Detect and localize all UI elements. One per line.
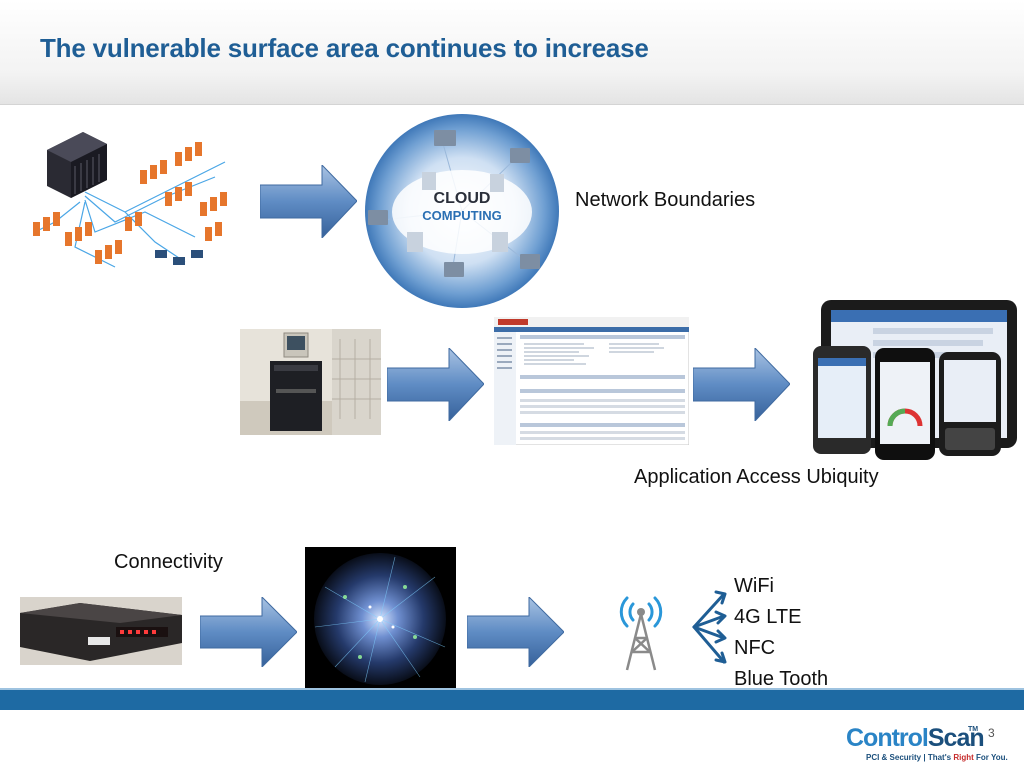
label-application-access: Application Access Ubiquity <box>634 466 879 488</box>
controlscan-logo: ControlScan TM PCI & Security | That's R… <box>846 724 1008 762</box>
arrow-5 <box>467 597 564 667</box>
cloud-label: CLOUD COMPUTING <box>422 190 502 223</box>
cloud-computing-image: CLOUD COMPUTING <box>362 112 562 310</box>
list-item-4g-lte: 4G LTE <box>734 606 802 628</box>
cell-tower-icon <box>619 596 663 671</box>
mobile-devices-image <box>793 296 1021 468</box>
label-network-boundaries: Network Boundaries <box>575 189 756 211</box>
footer-divider <box>0 688 1024 690</box>
arrow-1 <box>260 165 357 238</box>
list-item-nfc: NFC <box>734 637 776 659</box>
network-diagram-image <box>33 132 227 268</box>
arrow-3 <box>693 348 790 421</box>
list-item-bluetooth: Blue Tooth <box>734 668 829 690</box>
web-application-screenshot <box>494 317 689 445</box>
mainframe-room-image <box>240 329 381 435</box>
branching-arrows-icon <box>692 590 727 664</box>
wireless-technology-list: WiFi 4G LTE NFC Blue Tooth <box>734 571 828 695</box>
internet-map-image <box>305 547 456 690</box>
page-number: 3 <box>988 726 995 740</box>
arrow-4 <box>200 597 297 667</box>
slide-title: The vulnerable surface area continues to… <box>40 33 649 63</box>
arrow-2 <box>387 348 484 421</box>
slide-header: The vulnerable surface area continues to… <box>0 0 1024 105</box>
label-connectivity: Connectivity <box>114 551 223 573</box>
modem-device-image <box>20 597 182 665</box>
list-item-wifi: WiFi <box>734 575 774 597</box>
footer-bar <box>0 690 1024 710</box>
